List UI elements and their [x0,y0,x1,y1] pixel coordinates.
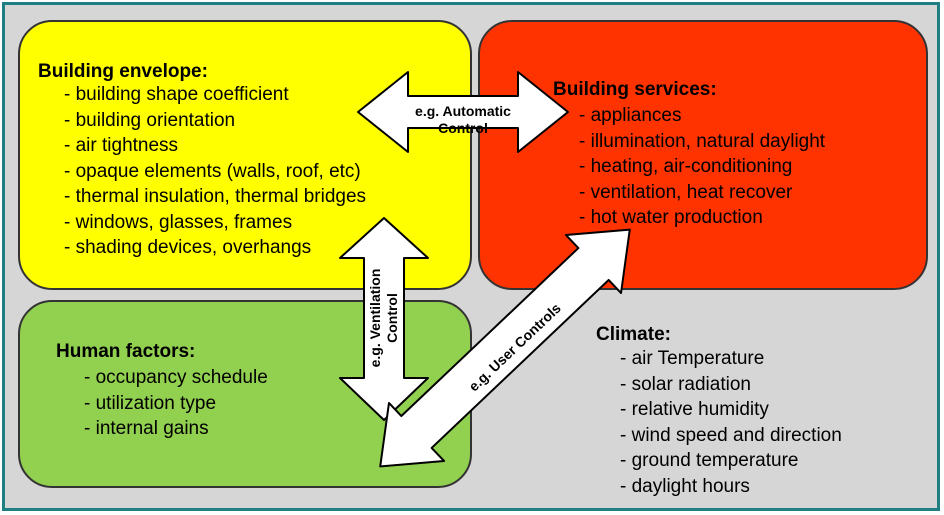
list-item: - windows, glasses, frames [64,211,293,233]
list-item: - air tightness [64,135,179,156]
automatic-control-label: e.g. Automatic Control [398,103,528,137]
building-envelope-list: - building shape coefficient - building … [64,82,366,261]
ventilation-control-label-line2: Control [384,293,400,343]
building-services-title: Building services: [553,79,717,100]
ventilation-control-arrow [339,217,429,421]
climate-title: Climate: [596,324,671,345]
climate-list: - air Temperature - solar radiation - re… [620,346,842,499]
list-item: - opaque elements (walls, roof, etc) [64,160,361,182]
automatic-control-arrow [357,71,569,153]
ventilation-control-label: e.g. Ventilation Control [367,253,401,383]
list-item: - utilization type [84,392,217,414]
list-item: - building orientation [64,109,236,131]
building-envelope-title: Building envelope: [38,61,208,82]
list-item: - appliances [579,105,682,126]
list-item: - air Temperature [620,348,765,369]
building-services-list: - appliances - illumination, natural day… [579,103,825,231]
list-item: - internal gains [84,418,209,439]
automatic-control-label-line1: e.g. Automatic [415,103,511,119]
list-item: - wind speed and direction [620,424,842,446]
list-item: - heating, air-conditioning [579,156,793,177]
automatic-control-label-line2: Control [438,120,488,136]
list-item: - building shape coefficient [64,84,289,105]
list-item: - ground temperature [620,450,799,471]
ventilation-control-label-line1: e.g. Ventilation [367,268,383,368]
list-item: - daylight hours [620,475,750,497]
list-item: - solar radiation [620,373,751,395]
list-item: - illumination, natural daylight [579,130,826,152]
list-item: - shading devices, overhangs [64,237,312,258]
list-item: - occupancy schedule [84,367,268,388]
list-item: - ventilation, heat recover [579,181,793,203]
human-factors-list: - occupancy schedule - utilization type … [84,365,268,442]
building-services-box [478,20,928,290]
list-item: - relative humidity [620,399,769,420]
list-item: - thermal insulation, thermal bridges [64,186,367,207]
list-item: - hot water production [579,207,763,228]
user-controls-arrow [379,228,631,468]
human-factors-title: Human factors: [56,341,196,362]
